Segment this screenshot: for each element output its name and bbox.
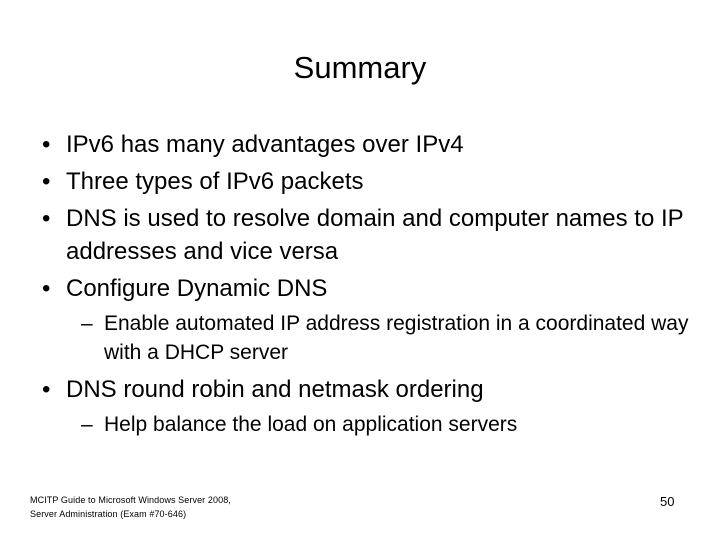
page-title: Summary <box>293 50 427 85</box>
list-item-text: Configure Dynamic DNS <box>66 275 328 302</box>
bullet-marker-icon: • <box>42 131 51 158</box>
sub-list-item-text: Help balance the load on application ser… <box>104 413 518 436</box>
sub-list-item: – Enable automated IP address registrati… <box>36 309 692 367</box>
bullet-marker-icon: • <box>42 168 51 195</box>
list-item-text: IPv6 has many advantages over IPv4 <box>66 131 464 158</box>
bullet-marker-icon: • <box>42 205 51 232</box>
sub-list-item-text: Enable automated IP address registration… <box>104 312 689 364</box>
list-item: • DNS is used to resolve domain and comp… <box>36 202 692 268</box>
bullet-marker-icon: • <box>42 275 51 302</box>
footer-line-1: MCITP Guide to Microsoft Windows Server … <box>30 495 231 505</box>
slide-footer: MCITP Guide to Microsoft Windows Server … <box>30 493 231 521</box>
list-item: • Three types of IPv6 packets <box>36 165 692 198</box>
list-item: • DNS round robin and netmask ordering <box>36 373 692 406</box>
dash-marker-icon: – <box>81 413 93 436</box>
bullet-marker-icon: • <box>42 376 51 403</box>
slide-body: • IPv6 has many advantages over IPv4 • T… <box>36 128 692 445</box>
list-item: • IPv6 has many advantages over IPv4 <box>36 128 692 161</box>
dash-marker-icon: – <box>81 312 93 335</box>
list-item-text: DNS round robin and netmask ordering <box>66 376 484 403</box>
list-item: • Configure Dynamic DNS <box>36 272 692 305</box>
list-item-text: Three types of IPv6 packets <box>66 168 364 195</box>
page-number: 50 <box>660 494 675 509</box>
sub-list-item: – Help balance the load on application s… <box>36 410 692 439</box>
footer-line-2: Server Administration (Exam #70-646) <box>30 509 187 519</box>
list-item-text: DNS is used to resolve domain and comput… <box>66 205 684 265</box>
